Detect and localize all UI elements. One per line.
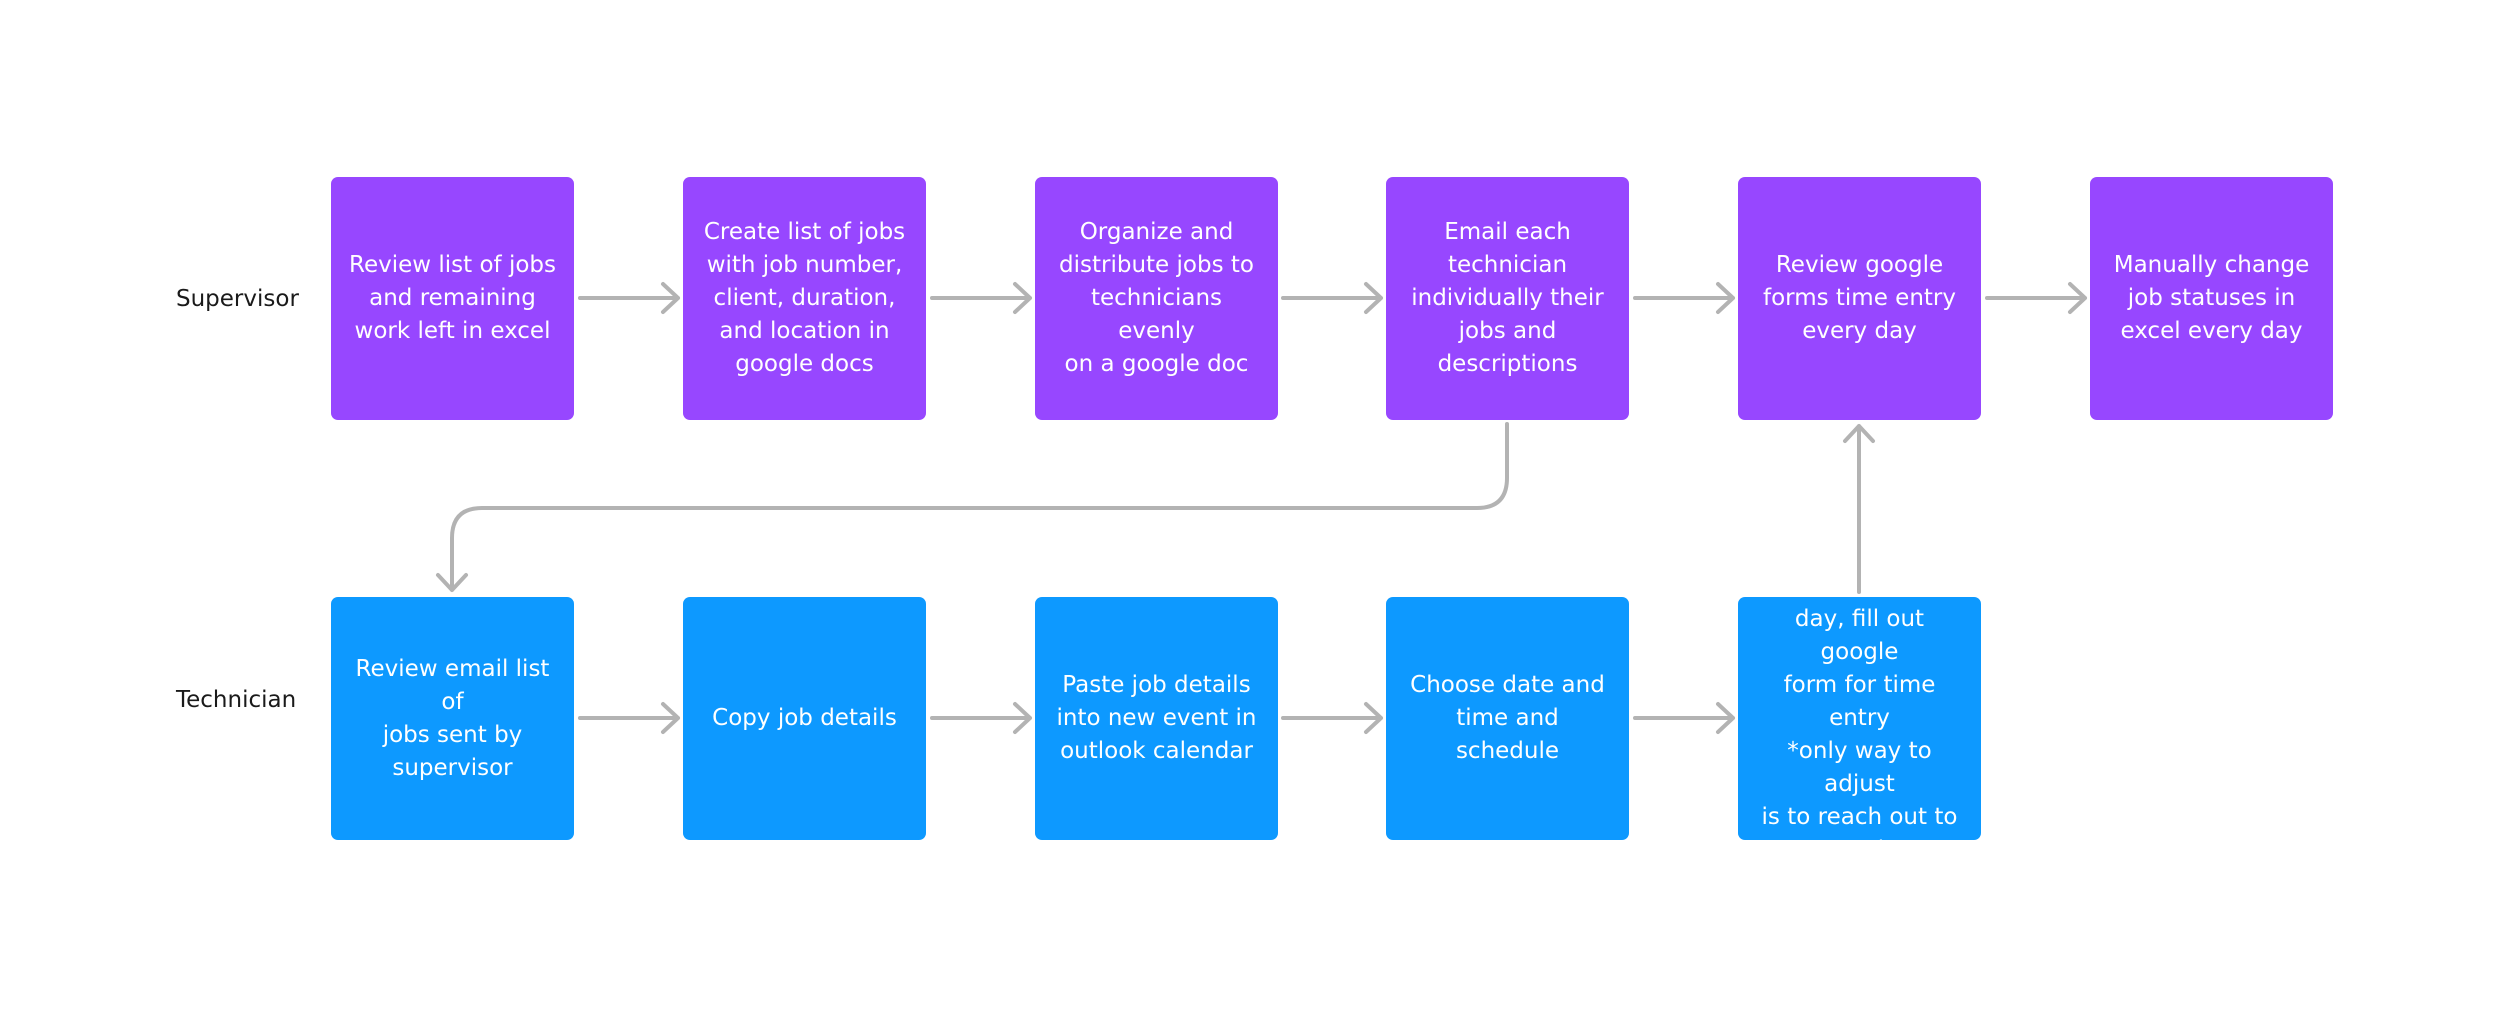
technician-step-5-text: At the end of the day, fill out google f… xyxy=(1761,573,1958,863)
technician-step-2: Copy job details xyxy=(683,597,926,840)
arrow-technician-1-to-2 xyxy=(578,702,680,734)
supervisor-step-6-text: Manually change job statuses in excel ev… xyxy=(2113,252,2310,344)
arrow-supervisor-1-to-2 xyxy=(578,282,680,314)
arrow-supervisor-5-to-6 xyxy=(1985,282,2087,314)
supervisor-step-5-text: Review google forms time entry every day xyxy=(1762,252,1956,344)
arrow-supervisor-2-to-3 xyxy=(930,282,1032,314)
supervisor-step-4: Email each technician individually their… xyxy=(1386,177,1629,420)
lane-label-technician: Technician xyxy=(176,687,297,713)
arrow-email-to-technician-review xyxy=(436,422,1509,592)
supervisor-step-2: Create list of jobs with job number, cli… xyxy=(683,177,926,420)
supervisor-step-1: Review list of jobs and remaining work l… xyxy=(331,177,574,420)
arrow-time-entry-to-review xyxy=(1843,424,1875,594)
technician-step-3-text: Paste job details into new event in outl… xyxy=(1056,672,1257,764)
arrow-technician-3-to-4 xyxy=(1281,702,1383,734)
arrow-technician-2-to-3 xyxy=(930,702,1032,734)
technician-step-1-text: Review email list of jobs sent by superv… xyxy=(355,655,550,781)
arrow-supervisor-4-to-5 xyxy=(1633,282,1735,314)
technician-step-4: Choose date and time and schedule xyxy=(1386,597,1629,840)
technician-step-4-text: Choose date and time and schedule xyxy=(1410,672,1605,764)
supervisor-step-2-text: Create list of jobs with job number, cli… xyxy=(703,219,906,377)
supervisor-step-4-text: Email each technician individually their… xyxy=(1411,219,1604,377)
arrow-supervisor-3-to-4 xyxy=(1281,282,1383,314)
supervisor-step-5: Review google forms time entry every day xyxy=(1738,177,1981,420)
supervisor-step-3-text: Organize and distribute jobs to technici… xyxy=(1059,219,1254,377)
supervisor-step-6: Manually change job statuses in excel ev… xyxy=(2090,177,2333,420)
technician-step-1: Review email list of jobs sent by superv… xyxy=(331,597,574,840)
technician-step-2-text: Copy job details xyxy=(712,705,897,731)
arrow-technician-4-to-5 xyxy=(1633,702,1735,734)
supervisor-step-3: Organize and distribute jobs to technici… xyxy=(1035,177,1278,420)
supervisor-step-1-text: Review list of jobs and remaining work l… xyxy=(349,252,556,344)
lane-label-supervisor: Supervisor xyxy=(176,286,299,312)
technician-step-3: Paste job details into new event in outl… xyxy=(1035,597,1278,840)
technician-step-5: At the end of the day, fill out google f… xyxy=(1738,573,1981,863)
